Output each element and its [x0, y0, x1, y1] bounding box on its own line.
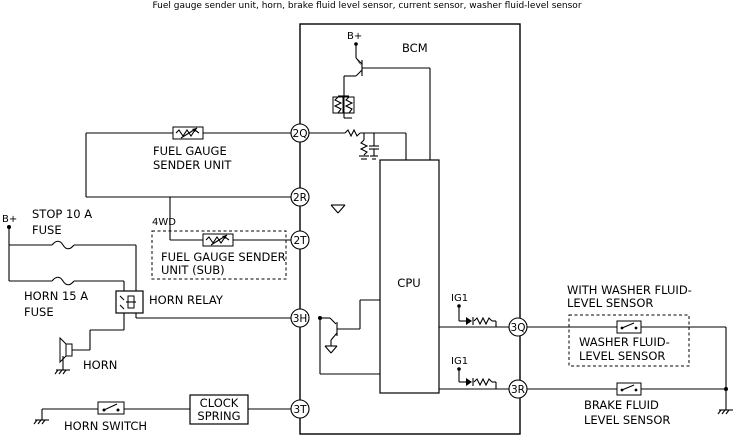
horn-relay-label: HORN RELAY	[149, 293, 224, 307]
bcm-box	[299, 23, 521, 435]
pin-2t-label: 2T	[293, 235, 307, 247]
connector-2q: 2Q	[290, 123, 310, 143]
horn-switch-label: HORN SWITCH	[64, 419, 147, 433]
ig1-label-a: IG1	[451, 293, 468, 304]
fuel-sender-label-2: SENDER UNIT	[153, 158, 232, 172]
pin-2q-label: 2Q	[293, 128, 308, 140]
washer-label-2: LEVEL SENSOR	[579, 349, 665, 363]
pin-3r-label: 3R	[511, 384, 525, 396]
pin-2q-internal	[308, 128, 407, 160]
horn: HORN	[54, 336, 117, 375]
stop-fuse-label-2: FUSE	[32, 223, 62, 237]
bcm-bplus-label: B+	[347, 31, 362, 42]
with-washer-label-1: WITH WASHER FLUID-	[567, 283, 692, 297]
connector-3t: 3T	[290, 399, 310, 419]
horn-fuse-label-2: FUSE	[24, 305, 54, 319]
brake-label-1: BRAKE FLUID	[584, 398, 659, 412]
washer-label-1: WASHER FLUID-	[579, 335, 670, 349]
bcm-bplus-transistor: B+	[332, 31, 431, 160]
cpu-label: CPU	[397, 276, 420, 290]
pin-3t-label: 3T	[293, 404, 307, 416]
ground-2r	[330, 204, 346, 214]
clock-spring-label-2: SPRING	[197, 409, 240, 423]
fwd-label: 4WD	[152, 217, 176, 228]
stop-fuse-label-1: STOP 10 A	[32, 207, 92, 221]
fuel-gauge-sender-unit: FUEL GAUGE SENDER UNIT	[85, 126, 291, 198]
brake-fluid-level-sensor: BRAKE FLUID LEVEL SENSOR	[527, 327, 733, 427]
pin-3h-internal	[318, 299, 380, 375]
with-washer-label-2: LEVEL SENSOR	[567, 296, 653, 310]
horn-relay: HORN RELAY	[72, 290, 291, 351]
ig1-3r-circuit: IG1	[439, 356, 509, 390]
pin-3h-label: 3H	[293, 313, 308, 325]
fuel-gauge-sender-sub: 4WD FUEL GAUGE SENDER UNIT (SUB)	[151, 197, 291, 280]
fuel-sender-label-1: FUEL GAUGE	[153, 144, 227, 158]
connector-2r: 2R	[290, 187, 310, 207]
connector-3r: 3R	[508, 379, 528, 399]
clock-spring-label-1: CLOCK	[200, 396, 239, 410]
connector-2t: 2T	[290, 230, 310, 250]
horn-switch-circuit: HORN SWITCH	[33, 401, 190, 433]
connector-3q: 3Q	[508, 317, 528, 337]
diagram-title: Fuel gauge sender unit, horn, brake flui…	[152, 1, 581, 11]
bplus-label: B+	[2, 214, 17, 225]
pin-2r-label: 2R	[293, 192, 307, 204]
clock-spring: CLOCK SPRING	[189, 394, 291, 425]
ig1-3q-circuit: IG1	[439, 293, 509, 328]
fuel-sub-label-2: UNIT (SUB)	[161, 263, 225, 277]
pin-3q-label: 3Q	[511, 322, 526, 334]
cpu-box	[379, 159, 440, 394]
brake-label-2: LEVEL SENSOR	[584, 413, 670, 427]
bcm-label: BCM	[402, 41, 428, 55]
bplus-supply-fuses: B+ STOP 10 A FUSE HORN 15 A FUSE	[2, 207, 137, 319]
connector-3h: 3H	[290, 308, 310, 328]
washer-fluid-level-sensor: WITH WASHER FLUID- LEVEL SENSOR WASHER F…	[527, 283, 726, 367]
horn-fuse-label-1: HORN 15 A	[24, 289, 88, 303]
horn-label: HORN	[83, 358, 117, 372]
fuel-sub-label-1: FUEL GAUGE SENDER	[161, 250, 286, 264]
ig1-label-b: IG1	[451, 356, 468, 367]
